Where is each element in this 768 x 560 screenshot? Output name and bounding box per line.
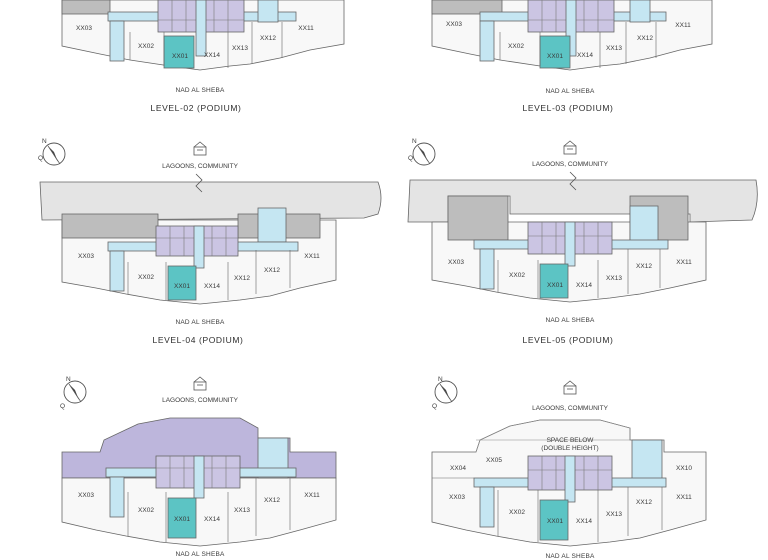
- unit-label: XX03: [448, 259, 464, 266]
- svg-text:Q: Q: [432, 403, 437, 410]
- unit-label: XX11: [676, 494, 692, 501]
- unit-label: XX01: [172, 53, 188, 60]
- unit-label: XX02: [138, 507, 154, 514]
- unit-label: XX13: [232, 45, 248, 52]
- unit-label: XX13: [606, 45, 622, 52]
- unit-label: XX02: [138, 274, 154, 281]
- service-core: [447, 195, 509, 241]
- unit-highlight: [539, 263, 569, 299]
- double-height-note: (DOUBLE HEIGHT): [541, 445, 598, 452]
- unit-label: XX12: [636, 263, 652, 270]
- unit-label: XX11: [675, 22, 691, 29]
- floor-plan-podium-roof: N Q LAGOONS, COMMUNITY XX03 XX02 XX: [60, 376, 337, 558]
- service-core: [431, 0, 503, 15]
- svg-text:Q: Q: [38, 155, 43, 162]
- floor-plan-double-height: N Q LAGOONS, COMMUNITY SPACE BELOW (DOUB…: [431, 376, 707, 560]
- unit-label: XX01: [547, 518, 563, 525]
- north-label: N: [42, 138, 47, 145]
- unit-label: XX11: [676, 259, 692, 266]
- svg-text:Q: Q: [408, 155, 413, 162]
- unit-label: XX03: [449, 494, 465, 501]
- unit-highlight: [167, 497, 197, 539]
- service-core: [61, 213, 159, 239]
- space-below-note: SPACE BELOW: [547, 437, 595, 444]
- unit-highlight: [167, 265, 197, 301]
- unit-label: XX02: [509, 272, 525, 279]
- road-label: NAD AL SHEBA: [545, 88, 595, 95]
- level-title: LEVEL-05 (PODIUM): [523, 335, 614, 345]
- community-building-icon: [563, 380, 577, 395]
- unit-label: XX04: [450, 465, 466, 472]
- unit-label: XX14: [576, 282, 592, 289]
- community-building-icon: [563, 140, 577, 155]
- community-building-icon: [193, 141, 207, 156]
- unit-label: XX01: [547, 53, 563, 60]
- unit-label: XX12: [264, 497, 280, 504]
- level-title: LEVEL-04 (PODIUM): [153, 335, 244, 345]
- service-core: [61, 0, 111, 15]
- unit-label: XX11: [304, 253, 320, 260]
- community-label: LAGOONS, COMMUNITY: [162, 397, 239, 404]
- unit-label: XX14: [204, 283, 220, 290]
- unit-label: XX01: [174, 283, 190, 290]
- unit-label: XX03: [446, 21, 462, 28]
- road-label: NAD AL SHEBA: [175, 319, 225, 326]
- unit-label: XX12: [264, 267, 280, 274]
- road-label: NAD AL SHEBA: [175, 87, 225, 94]
- unit-label: XX14: [577, 52, 593, 59]
- unit-highlight: [539, 499, 569, 541]
- unit-label: XX13: [606, 275, 622, 282]
- north-label: N: [438, 376, 443, 383]
- level-title: LEVEL-02 (PODIUM): [151, 103, 242, 113]
- north-label: N: [412, 138, 417, 145]
- unit-label: XX14: [576, 518, 592, 525]
- floor-plan-level-05: N Q LAGOONS, COMMUNITY XX03 X: [407, 138, 758, 345]
- road-label: NAD AL SHEBA: [175, 551, 225, 558]
- community-building-icon: [193, 376, 207, 391]
- unit-label: XX01: [547, 282, 563, 289]
- floor-plan-level-03: XX03 XX02 XX01 XX14 XX13 XX12 XX11 NAD A…: [431, 0, 713, 113]
- unit-label: XX01: [174, 516, 190, 523]
- unit-label: XX03: [78, 492, 94, 499]
- unit-label: XX14: [204, 516, 220, 523]
- unit-label: XX02: [509, 509, 525, 516]
- unit-highlight: [539, 35, 571, 69]
- unit-label: XX13: [234, 507, 250, 514]
- north-label: N: [66, 376, 71, 383]
- unit-label: XX03: [76, 25, 92, 32]
- road-label: NAD AL SHEBA: [545, 317, 595, 324]
- svg-text:Q: Q: [60, 403, 65, 410]
- unit-label: XX05: [486, 457, 502, 464]
- community-label: LAGOONS, COMMUNITY: [532, 405, 609, 412]
- core-corridor: [195, 0, 207, 57]
- unit-label: XX13: [606, 511, 622, 518]
- unit-label: XX12: [234, 275, 250, 282]
- compass-icon: N Q: [38, 138, 66, 166]
- unit-label: XX11: [304, 492, 320, 499]
- unit-label: XX14: [204, 52, 220, 59]
- unit-highlight: [163, 35, 195, 69]
- unit-label: XX11: [298, 25, 314, 32]
- unit-label: XX02: [138, 43, 154, 50]
- level-title: LEVEL-03 (PODIUM): [523, 103, 614, 113]
- compass-icon: N Q: [432, 376, 458, 410]
- unit-label: XX12: [260, 35, 276, 42]
- road-label: NAD AL SHEBA: [545, 553, 595, 560]
- tower-floorplate: [61, 477, 337, 547]
- unit-label: XX03: [78, 253, 94, 260]
- unit-label: XX12: [636, 499, 652, 506]
- floor-plan-level-04: N Q LAGOONS, COMMUNITY: [38, 138, 382, 345]
- unit-label: XX10: [676, 465, 692, 472]
- community-label: LAGOONS, COMMUNITY: [532, 161, 609, 168]
- unit-label: XX12: [637, 35, 653, 42]
- compass-icon: N Q: [408, 138, 436, 166]
- unit-label: XX02: [508, 43, 524, 50]
- community-label: LAGOONS, COMMUNITY: [162, 163, 239, 170]
- floor-plan-level-02: XX03 XX02 XX01 XX14 XX13 XX12 XX11 NAD A…: [61, 0, 345, 113]
- compass-icon: N Q: [60, 376, 87, 410]
- podium-slab: [39, 181, 382, 221]
